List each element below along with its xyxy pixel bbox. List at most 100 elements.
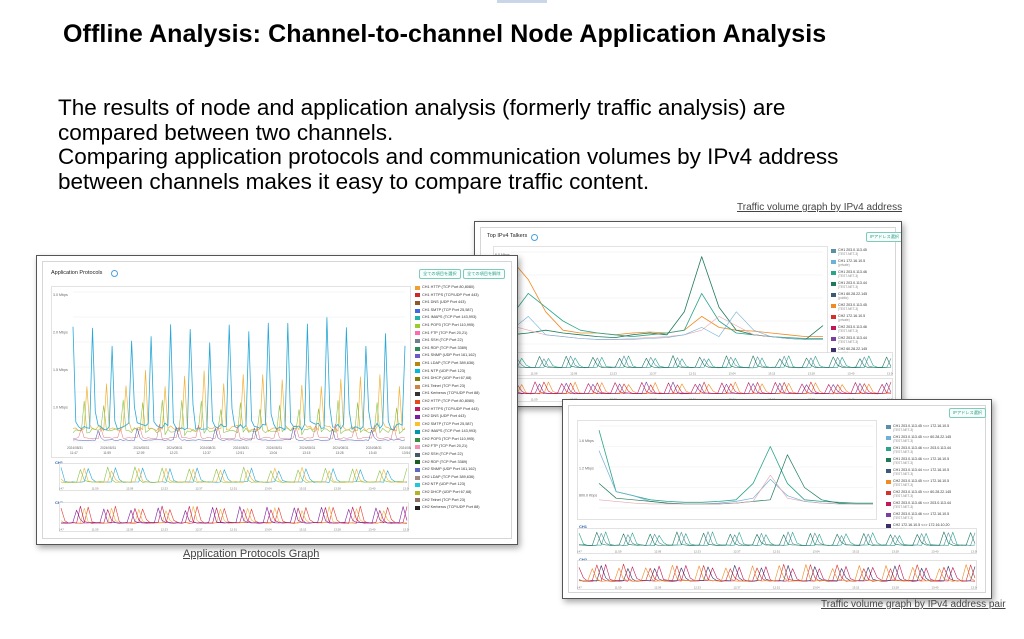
legend-item[interactable]: CH1 NTP (UDP Port 123) [415, 368, 480, 376]
ip-pair-graph-caption[interactable]: Traffic volume graph by IPv4 address pai… [821, 599, 1006, 610]
description-line: Comparing application protocols and comm… [58, 144, 839, 169]
legend-swatch [415, 285, 420, 290]
legend-item[interactable]: CH2 HTTP (TCP Port 80,8080) [415, 398, 480, 406]
legend-item[interactable]: CH1 DNS (UDP Port 443) [415, 299, 480, 307]
legend-item[interactable]: CH2 SSH (TCP Port 22) [415, 451, 480, 459]
legend-item[interactable]: CH1 DHCP (UDP Port 67,68) [415, 375, 480, 383]
legend-item[interactable]: CH1 HTTP (TCP Port 80,8080) [415, 284, 480, 292]
legend-item[interactable]: CH1 60.28.22.145(public) [831, 292, 867, 300]
select-ip-button[interactable]: IPアドレス選択 [866, 232, 901, 242]
legend-label: CH2 Kerberos (TCP/UDP Port 88) [422, 505, 480, 510]
deselect-all-button[interactable]: 全ての項目を解除 [463, 269, 505, 279]
legend-item[interactable]: CH1 IMAPS (TCP Port 143,993) [415, 314, 480, 322]
legend-item[interactable]: CH2 DNS (UDP Port 443) [415, 413, 480, 421]
legend-item[interactable]: CH1 203.0.113.45 <=> 172.16.10.5(TEST-NE… [886, 424, 951, 432]
legend-item[interactable]: CH2 POP3 (TCP Port 110,995) [415, 436, 480, 444]
legend-label: CH2 203.0.113.46 <=> 172.16.10.5 [893, 512, 950, 516]
legend-label: CH1 203.0.113.46 [838, 270, 867, 274]
legend-item[interactable]: CH2 LDAP (TCP Port 389,636) [415, 474, 480, 482]
legend-swatch [831, 337, 836, 341]
legend-item[interactable]: CH1 POP3 (TCP Port 110,995) [415, 322, 480, 330]
legend-item[interactable]: CH1 SSH (TCP Port 22) [415, 337, 480, 345]
ip-pair-ch1-overview[interactable]: 11:4711:5912:0912:2312:3712:5113:0413:15… [577, 528, 977, 554]
legend-item[interactable]: CH2 SNMP (UDP Port 161,162) [415, 466, 480, 474]
select-all-button[interactable]: 全ての項目を選択 [419, 269, 461, 279]
legend-swatch [415, 323, 420, 328]
legend-item[interactable]: CH1 Kerberos (TCP/UDP Port 88) [415, 390, 480, 398]
x-tick-label: 13:54 [402, 451, 410, 455]
legend-swatch [415, 498, 420, 503]
legend-item[interactable]: CH1 RDP (TCP Port 3389) [415, 345, 480, 353]
legend-item[interactable]: CH2 203.0.113.44(TEST-NET-3) [831, 336, 867, 344]
legend-item[interactable]: CH2 SMTP (TCP Port 25,587) [415, 421, 480, 429]
legend-label: CH1 Telnet (TCP Port 23) [422, 383, 466, 388]
legend-item[interactable]: CH2 HTTPS (TCP/UDP Port 443) [415, 406, 480, 414]
legend-item[interactable]: CH2 203.0.113.46 <=> 203.0.113.44(TEST-N… [886, 501, 951, 509]
legend-item[interactable]: CH2 Telnet (TCP Port 23) [415, 497, 480, 505]
legend-item[interactable]: CH1 Telnet (TCP Port 23) [415, 383, 480, 391]
info-icon[interactable] [111, 270, 118, 277]
series-line [72, 369, 406, 432]
legend-item[interactable]: CH1 SMTP (TCP Port 25,587) [415, 307, 480, 315]
x-tick-label: 12:51 [230, 487, 237, 491]
legend-item[interactable]: CH1 SNMP (UDP Port 161,162) [415, 352, 480, 360]
legend-item[interactable]: CH1 203.0.113.44(TEST-NET-3) [831, 281, 867, 289]
y-tick-label: 2.0 Mbps [53, 331, 68, 335]
legend-item[interactable]: CH2 203.0.113.46(TEST-NET-3) [831, 325, 867, 333]
x-tick-label: 13:40 [931, 550, 938, 554]
legend-item[interactable]: CH2 Kerberos (TCP/UDP Port 88) [415, 504, 480, 512]
legend-text: CH1 FTP (TCP Port 20,21) [422, 330, 467, 338]
legend-item[interactable]: CH2 203.0.113.45(TEST-NET-3) [831, 303, 867, 311]
legend-text: CH2 LDAP (TCP Port 389,636) [422, 474, 474, 482]
legend-item[interactable]: CH1 203.0.113.45(TEST-NET-3) [831, 248, 867, 256]
legend-label: CH2 203.0.113.46 [838, 325, 867, 329]
legend-swatch [886, 491, 891, 495]
app-ch2-overview[interactable]: 11:4711:5912:0912:2312:3712:5113:0413:15… [59, 502, 409, 532]
legend-item[interactable]: CH2 203.0.113.46 <=> 172.16.10.5(TEST-NE… [886, 512, 951, 520]
overview-line [60, 467, 408, 483]
legend-text: CH2 DNS (UDP Port 443) [422, 413, 466, 421]
chart-frame [493, 246, 828, 354]
info-icon[interactable] [531, 234, 538, 241]
legend-text: CH2 203.0.113.44(TEST-NET-3) [838, 336, 867, 344]
legend-label: CH1 DNS (UDP Port 443) [422, 300, 466, 305]
legend-swatch [415, 452, 420, 457]
legend-item[interactable]: CH2 203.0.113.45 <=> 172.16.10.5(TEST-NE… [886, 479, 951, 487]
ip-pair-ch2-overview[interactable]: 11:4711:5912:0912:2312:3712:5113:0413:15… [577, 560, 977, 590]
legend-label: CH1 60.28.22.145 [838, 292, 868, 296]
series-line [598, 429, 873, 504]
select-ip-button[interactable]: IPアドレス選択 [949, 408, 987, 418]
legend-item[interactable]: CH2 DHCP (UDP Port 67,68) [415, 489, 480, 497]
ipv4-graph-caption[interactable]: Traffic volume graph by IPv4 address [737, 202, 903, 213]
legend-item[interactable]: CH2 RDP (TCP Port 3389) [415, 459, 480, 467]
ipv4-ch1-overview[interactable]: 11:4711:5912:0912:2312:3712:5113:0413:15… [493, 352, 893, 376]
legend-item[interactable]: CH2 IMAPS (TCP Port 143,993) [415, 428, 480, 436]
legend-item[interactable]: CH1 HTTPS (TCP/UDP Port 443) [415, 292, 480, 300]
legend-item[interactable]: CH1 203.0.113.46(TEST-NET-3) [831, 270, 867, 278]
legend-item[interactable]: CH1 203.0.113.46 <=> 203.0.113.44(TEST-N… [886, 446, 951, 454]
legend-item[interactable]: CH1 FTP (TCP Port 20,21) [415, 330, 480, 338]
x-tick-label: 13:15 [852, 550, 859, 554]
legend-text: CH1 DNS (UDP Port 443) [422, 299, 466, 307]
legend-swatch [415, 338, 420, 343]
legend-item[interactable]: CH2 FTP (TCP Port 20,21) [415, 443, 480, 451]
legend-item[interactable]: CH1 203.0.113.46 <=> 172.16.10.5(TEST-NE… [886, 457, 951, 465]
legend-item[interactable]: CH1 203.0.113.45 <=> 60.28.22.145(TEST-N… [886, 435, 951, 443]
chart-frame [577, 420, 877, 520]
legend-sublabel: (TEST-NET-3) [838, 252, 859, 256]
x-tick-label: 13:54 [971, 550, 977, 554]
legend-item[interactable]: CH2 NTP (UDP Port 123) [415, 481, 480, 489]
legend-item[interactable]: CH2 172.16.10.5(private) [831, 314, 867, 322]
legend-item[interactable]: CH1 203.0.113.44 <=> 172.16.10.5(TEST-NE… [886, 468, 951, 476]
legend-swatch [415, 475, 420, 480]
series-line [72, 423, 406, 440]
legend-label: CH2 172.16.10.5 [838, 314, 866, 318]
ipv4-ch2-overview[interactable]: 11:4711:5912:0912:2312:3712:5113:0413:15… [493, 378, 893, 402]
legend-swatch [415, 490, 420, 495]
app-graph-caption[interactable]: Application Protocols Graph [183, 548, 320, 560]
legend-item[interactable]: CH2 203.0.113.45 <=> 60.28.22.145(TEST-N… [886, 490, 951, 498]
legend-item[interactable]: CH1 LDAP (TCP Port 389,636) [415, 360, 480, 368]
legend-item[interactable]: CH1 172.16.10.5(private) [831, 259, 867, 267]
app-ch1-overview[interactable]: 11:4711:5912:0912:2312:3712:5113:0413:15… [59, 463, 409, 491]
